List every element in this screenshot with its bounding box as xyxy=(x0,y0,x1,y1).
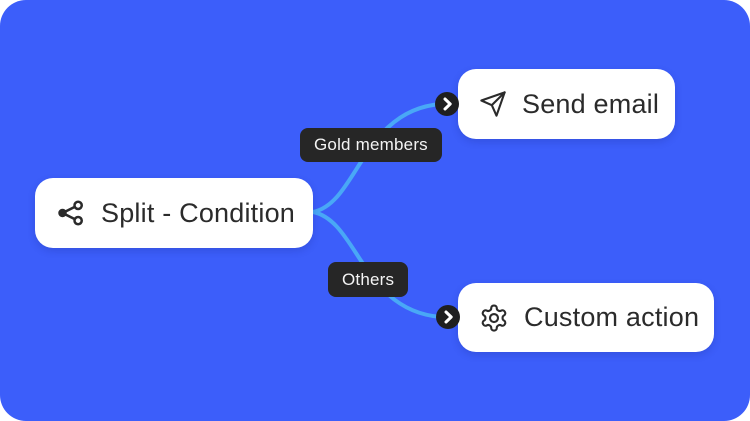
node-label: Split - Condition xyxy=(101,197,295,228)
gear-icon xyxy=(479,303,509,333)
branch-label-gold-members[interactable]: Gold members xyxy=(300,128,442,162)
node-send-email[interactable]: Send email xyxy=(458,69,675,139)
node-split-condition[interactable]: Split - Condition xyxy=(35,178,313,248)
node-label: Custom action xyxy=(524,302,700,332)
input-port-custom-action[interactable] xyxy=(436,305,460,329)
node-label: Send email xyxy=(522,88,660,119)
branch-label-text: Gold members xyxy=(314,135,428,154)
branch-label-others[interactable]: Others xyxy=(328,262,409,297)
chevron-right-icon xyxy=(443,97,452,111)
input-port-send-email[interactable] xyxy=(435,92,459,116)
chevron-right-icon xyxy=(444,310,453,324)
branch-label-text: Others xyxy=(342,269,395,289)
send-icon xyxy=(479,90,507,118)
split-icon xyxy=(56,198,86,228)
node-custom-action[interactable]: Custom action xyxy=(458,283,714,352)
